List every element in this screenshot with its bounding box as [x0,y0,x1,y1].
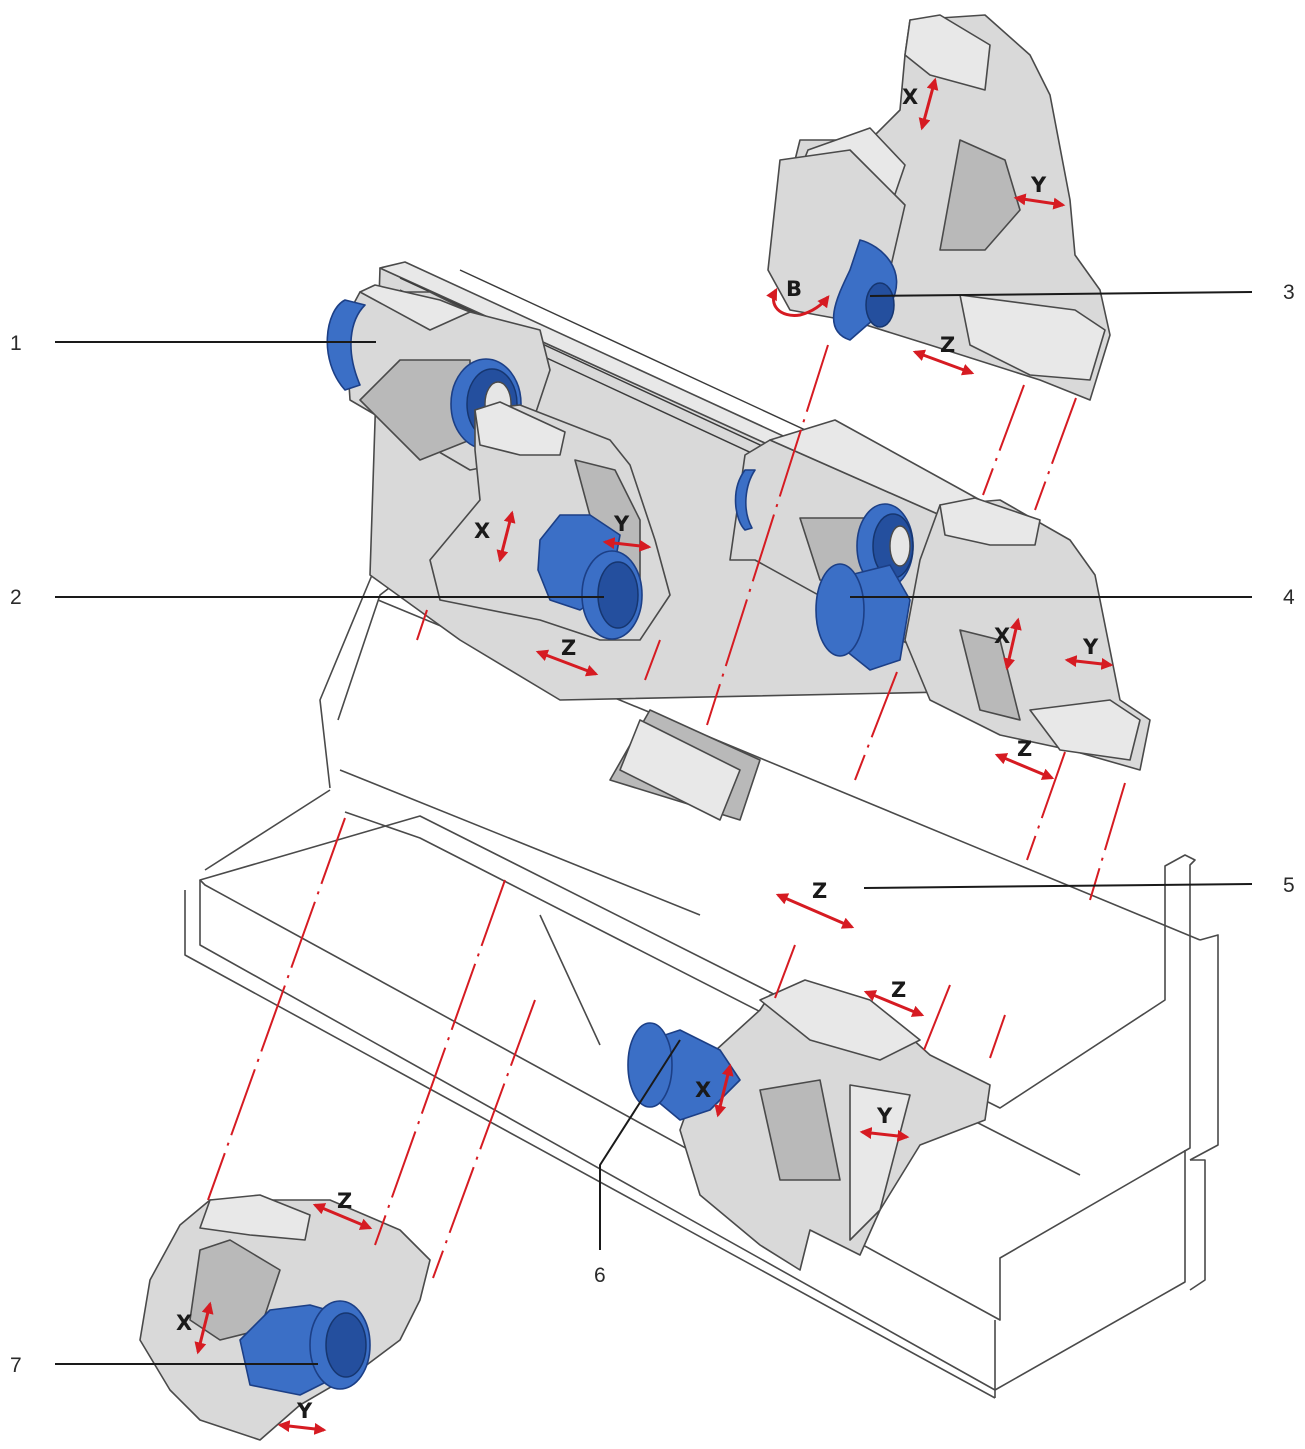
callout-number-3: 3 [1283,281,1295,304]
arrow-z-head7 [312,1203,373,1230]
axis-label-z-head7: Z [337,1189,352,1213]
axis-label-y-head7: Y [296,1399,313,1423]
leader-line-6 [599,1039,681,1250]
axis-label-z-head4: Z [1017,737,1032,761]
arrow-z-subspindle [775,893,855,929]
milling-head-assembly [767,14,1111,401]
arrow-z-head6 [863,990,925,1017]
alignment-lines [207,344,1126,1279]
arrow-z-head4 [994,753,1055,780]
arrow-y-head7 [277,1420,327,1435]
axis-label-z-head2: Z [561,636,576,660]
arrow-y-head6 [859,1127,910,1142]
lower-turret-left-assembly [139,1194,431,1441]
axis-label-z-head3: Z [940,333,955,357]
arrow-y-head2 [602,537,652,552]
lower-turret-right-assembly [627,979,991,1271]
upper-turret-left-assembly [429,401,671,641]
callout-number-7: 7 [10,1354,22,1377]
axis-label-x-head6: X [695,1078,711,1102]
axis-label-z-subspindle: Z [812,879,827,903]
leader-line-5 [863,883,1253,889]
arrow-x-head7 [194,1301,214,1355]
callout-number-2: 2 [10,586,22,609]
arrow-x-head4 [1003,617,1022,671]
arrow-b-head3 [766,287,830,317]
axis-label-y-head2: Y [613,512,630,536]
arrow-z-head2 [535,649,599,677]
motion-arrows [194,77,1114,1435]
callout-number-6: 6 [594,1264,606,1287]
axis-label-y-head3: Y [1030,173,1047,197]
upper-turret-right-assembly [815,497,1151,771]
arrow-y-head3 [1013,193,1066,210]
leader-line-3 [869,291,1253,297]
axis-label-x-head2: X [474,519,490,543]
arrow-z-head3 [912,349,975,376]
callout-number-5: 5 [1283,874,1295,897]
axis-label-b-head3: B [786,277,802,301]
axis-label-x-head7: X [176,1311,192,1335]
callout-number-1: 1 [10,332,22,355]
axis-label-y-head4: Y [1082,635,1099,659]
axis-label-x-head3: X [902,85,918,109]
axis-labels: X Y Z B X Y Z X Y Z Z Z X Y Z X Y [176,85,1099,1423]
axis-label-z-head6: Z [891,978,906,1002]
arrow-x-head2 [496,510,516,563]
axis-label-y-head6: Y [876,1104,893,1128]
callouts: 1 2 3 4 5 6 7 [10,281,1295,1377]
arrow-x-head3 [918,77,939,131]
arrow-y-head4 [1064,655,1114,670]
axis-label-x-head4: X [994,624,1010,648]
callout-number-4: 4 [1283,586,1295,609]
arrow-x-head6 [714,1063,734,1118]
